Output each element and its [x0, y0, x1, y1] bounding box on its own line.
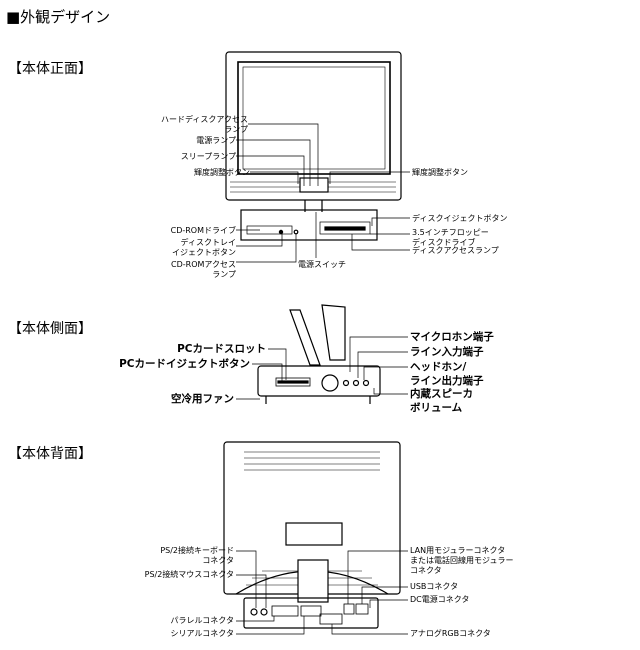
back-view-drawing [223, 441, 401, 629]
label-brightness-button-right: 輝度調整ボタン [412, 168, 468, 177]
label-hdd-access-lamp-line2: ランプ [224, 125, 248, 134]
label-floppy-drive-line1: 3.5インチフロッピー [412, 228, 489, 237]
label-mic-jack: マイクロホン端子 [410, 331, 494, 343]
label-line-in-jack: ライン入力端子 [410, 346, 484, 358]
label-serial-connector: シリアルコネクタ [170, 629, 234, 638]
label-disk-tray-eject: ディスクトレイ イジェクトボタン [172, 238, 236, 258]
label-disk-tray-eject-line1: ディスクトレイ [180, 238, 236, 247]
leader-lines [236, 123, 410, 635]
label-disk-access-lamp: ディスクアクセスランプ [412, 246, 499, 255]
label-lan-line3: コネクタ [410, 566, 442, 575]
label-analog-rgb-connector: アナログRGBコネクタ [410, 629, 491, 638]
label-headphone: ヘッドホン/ [410, 361, 467, 373]
label-cdrom-drive: CD-ROMドライブ [170, 226, 236, 235]
label-hdd-access-lamp: ハードディスクアクセス ランプ [161, 115, 248, 135]
label-lan-line1: LAN用モジュラーコネクタ [410, 546, 506, 555]
label-ps2-keyboard-line1: PS/2接続キーボード [160, 546, 234, 555]
label-floppy-drive-line2: ディスクドライブ [412, 238, 476, 247]
label-lan-line2: または電話回線用モジュラー [410, 556, 514, 565]
label-line-out: ライン出力端子 [410, 375, 484, 387]
label-cooling-fan: 空冷用ファン [171, 393, 234, 405]
label-cdrom-access-lamp-line2: ランプ [212, 270, 236, 279]
label-power-switch: 電源スイッチ [298, 260, 346, 269]
label-disk-eject-button: ディスクイジェクトボタン [412, 214, 508, 223]
label-pc-card-eject-button: PCカードイジェクトボタン [119, 358, 250, 370]
label-cdrom-access-lamp-line1: CD-ROMアクセス [171, 260, 236, 269]
label-speaker-volume-line1: 内蔵スピーカ [410, 388, 473, 400]
front-view-heading: 【本体正面】 [8, 61, 92, 77]
front-monitor-drawing [225, 51, 402, 241]
label-headphone-line-out: ヘッドホン/ ライン出力端子 [410, 361, 484, 387]
label-ps2-keyboard-line2: コネクタ [202, 556, 234, 565]
page-title: ■外観デザイン [6, 8, 111, 26]
label-speaker-volume-line2: ボリューム [410, 402, 463, 414]
label-floppy-drive: 3.5インチフロッピー ディスクドライブ [412, 228, 489, 248]
label-lan-modular-connector: LAN用モジュラーコネクタ または電話回線用モジュラー コネクタ [410, 546, 513, 576]
label-brightness-button-left: 輝度調整ボタン [194, 168, 250, 177]
label-sleep-lamp: スリープランプ [180, 152, 236, 161]
label-parallel-connector: パラレルコネクタ [170, 616, 234, 625]
label-dc-power-connector: DC電源コネクタ [410, 595, 470, 604]
label-pc-card-slot: PCカードスロット [177, 343, 266, 355]
label-disk-tray-eject-line2: イジェクトボタン [172, 248, 236, 257]
back-view-heading: 【本体背面】 [8, 446, 92, 462]
side-view-heading: 【本体側面】 [8, 321, 92, 337]
label-hdd-access-lamp-line1: ハードディスクアクセス [160, 115, 248, 124]
label-speaker-volume: 内蔵スピーカ ボリューム [410, 388, 473, 414]
label-usb-connector: USBコネクタ [410, 582, 459, 591]
label-ps2-mouse-connector: PS/2接続マウスコネクタ [144, 570, 234, 579]
label-power-lamp: 電源ランプ [196, 136, 236, 145]
label-ps2-keyboard-connector: PS/2接続キーボード コネクタ [160, 546, 234, 566]
label-cdrom-access-lamp: CD-ROMアクセス ランプ [171, 260, 236, 280]
side-view-drawing [257, 304, 381, 404]
